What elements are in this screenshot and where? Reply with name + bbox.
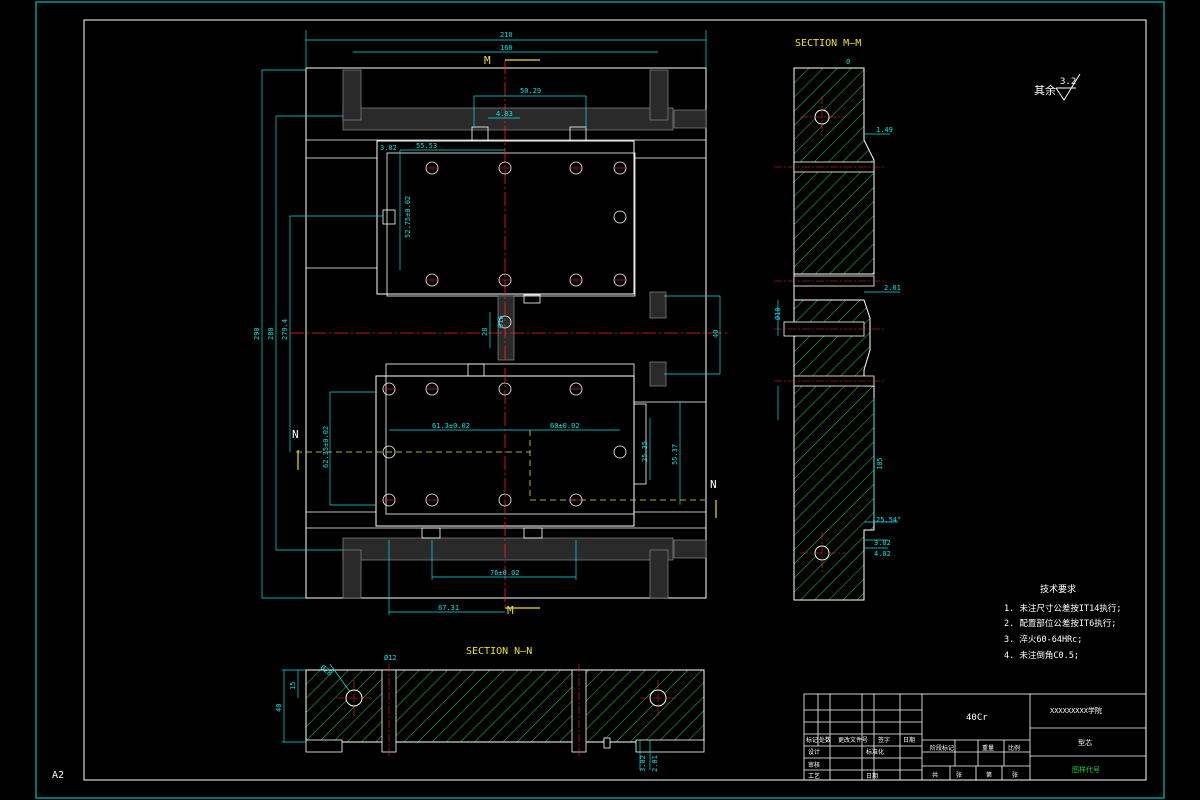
tech-req-item-4: 4. 未注倒角C0.5; — [1004, 650, 1079, 661]
dim-280: 280 — [267, 327, 275, 340]
nn-dim-15: 15 — [289, 682, 297, 690]
dim-290: 290 — [253, 327, 261, 340]
tb-sheets: 张 — [956, 771, 962, 779]
tb-label-count: 处数 — [819, 736, 831, 744]
tb-weight: 重量 — [982, 744, 994, 752]
dim-3-02: 3.02 — [380, 144, 397, 152]
dim-55-37: 55.37 — [671, 444, 679, 465]
nn-dim-40: 40 — [275, 704, 283, 712]
tb-sheet-no: 第 — [986, 771, 992, 779]
cut-n-right: N — [710, 478, 717, 491]
mm-dim-0: 0 — [846, 58, 850, 66]
tb-label-sign: 签字 — [878, 736, 890, 744]
dim-160: 160 — [500, 44, 513, 52]
plan-dimension-lines — [261, 30, 721, 615]
section-nn-body — [305, 669, 705, 743]
tb-label-date: 日期 — [903, 736, 915, 744]
tb-label-change-doc: 更改文件号 — [838, 736, 868, 744]
roughness-note: 其余 3.2 — [1034, 73, 1081, 101]
tb-process: 工艺 — [808, 772, 820, 780]
tb-school: XXXXXXXXX学院 — [1050, 706, 1102, 715]
tech-req-item-1: 1. 未注尺寸公差按IT14执行; — [1004, 603, 1121, 614]
cut-m-top: M — [484, 54, 491, 67]
outer-border — [35, 1, 1165, 799]
sheet-size-label: A2 — [52, 770, 64, 781]
tb-sheet-of: 张 — [1012, 771, 1018, 779]
nn-dim-3-02: 3.02 — [639, 755, 647, 772]
plate-outline — [305, 67, 707, 599]
roughness-symbol — [1055, 73, 1081, 101]
mm-dim-1-49: 1.49 — [876, 126, 893, 134]
plan-center-lines — [290, 60, 730, 610]
inner-frame — [83, 19, 1147, 781]
plan-view: M M N N 210 160 50.29 4.83 55.53 3.02 52… — [253, 30, 730, 617]
upper-cavity — [376, 140, 635, 295]
dim-67-31: 67.31 — [438, 604, 459, 612]
dim-279-4: 279.4 — [281, 319, 289, 340]
tb-check: 审核 — [808, 761, 820, 769]
mm-dim-3-02: 3.02 — [874, 539, 891, 547]
dim-28: 28 — [481, 328, 489, 336]
lower-hole-pattern — [382, 382, 627, 507]
dim-61-3: 61.3±0.02 — [432, 422, 470, 430]
roughness-value: 3.2 — [1060, 77, 1076, 87]
mm-dim-105: 105 — [876, 457, 884, 470]
dim-16: Ø16 — [497, 315, 505, 328]
dim-210: 210 — [500, 31, 513, 39]
dim-55-53: 55.53 — [416, 142, 437, 150]
section-nn-title: SECTION N—N — [466, 646, 532, 657]
mm-dim-10: Ø10 — [774, 307, 782, 320]
tb-standard: 标准化 — [866, 748, 884, 756]
tech-req-title: 技术要求 — [1040, 583, 1076, 595]
mm-dim-2-01: 2.01 — [884, 284, 901, 292]
cooling-channels — [342, 69, 707, 599]
tb-stage-mark: 阶段标记 — [930, 744, 954, 752]
cut-m-bottom: M — [507, 604, 514, 617]
lower-cavity-inner — [385, 363, 635, 515]
tech-req-item-3: 3. 淬火60-64HRc; — [1004, 634, 1082, 645]
cut-n-left: N — [292, 428, 299, 441]
tb-material: 40Cr — [966, 713, 988, 723]
tb-date: 日期 — [866, 772, 878, 780]
dim-4-83: 4.83 — [496, 110, 513, 118]
section-mm-view: SECTION M—M 1.49 2.01 10 — [774, 38, 901, 601]
plan-hidden-lines — [296, 430, 705, 501]
mm-dim-25-54: 25.54° — [876, 516, 901, 524]
section-mm-title: SECTION M—M — [795, 38, 861, 49]
upper-cavity-inner — [386, 152, 636, 297]
tb-total: 共 — [932, 771, 938, 779]
mm-dim-4-02: 4.02 — [874, 550, 891, 558]
nn-dim-12: Ø12 — [384, 654, 397, 662]
tb-design: 设计 — [808, 748, 820, 756]
tb-part-name: 型芯 — [1078, 738, 1092, 747]
dim-40: 40 — [712, 330, 720, 338]
tb-drawing-no: 图样代号 — [1072, 765, 1100, 774]
section-nn-view: SECTION N—N 40 15 Ø28 Ø12 3. — [275, 646, 705, 772]
tech-req-item-2: 2. 配置部位公差按IT6执行; — [1004, 618, 1116, 629]
tb-label-mark: 标记 — [806, 736, 818, 744]
dim-52-75: 52.75±0.02 — [404, 196, 412, 238]
nn-dim-2-01: 2.01 — [651, 755, 659, 772]
dim-50-29: 50.29 — [520, 87, 541, 95]
title-block — [803, 693, 1147, 781]
dim-62-35: 62.35±0.02 — [322, 426, 330, 468]
roughness-label: 其余 — [1034, 83, 1056, 97]
technical-requirements: 技术要求 1. 未注尺寸公差按IT14执行; 2. 配置部位公差按IT6执行; … — [1004, 583, 1121, 661]
dim-60: 60±0.02 — [550, 422, 580, 430]
tb-scale: 比例 — [1008, 744, 1020, 752]
dim-76: 76±0.02 — [490, 569, 520, 577]
dim-25-35: 25.35 — [641, 441, 649, 462]
